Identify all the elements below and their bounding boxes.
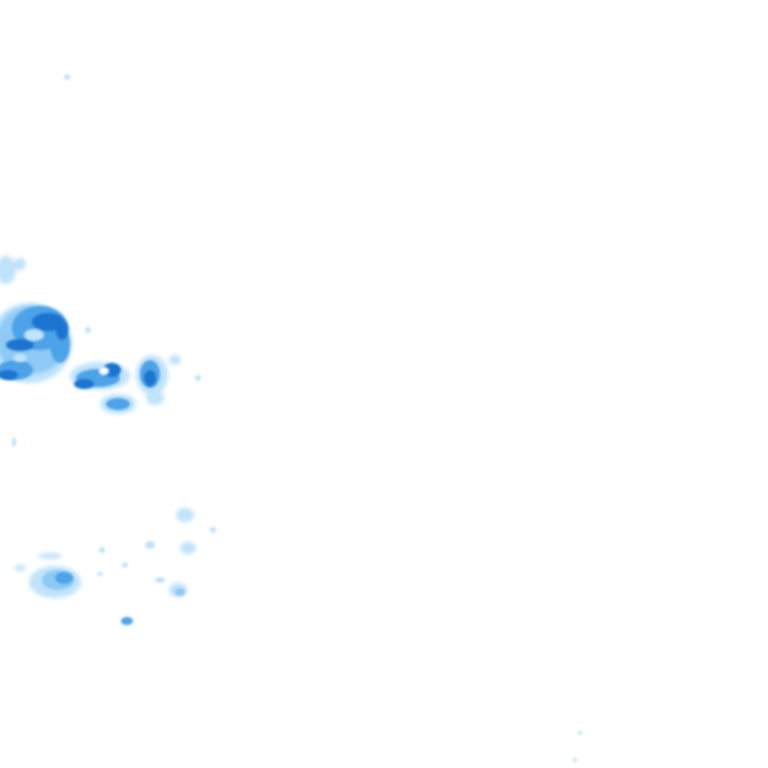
southern-band xyxy=(14,508,196,625)
scattered-light-echoes xyxy=(12,74,582,762)
central-cell-pair xyxy=(70,355,181,414)
western-cell-cluster xyxy=(0,256,72,383)
